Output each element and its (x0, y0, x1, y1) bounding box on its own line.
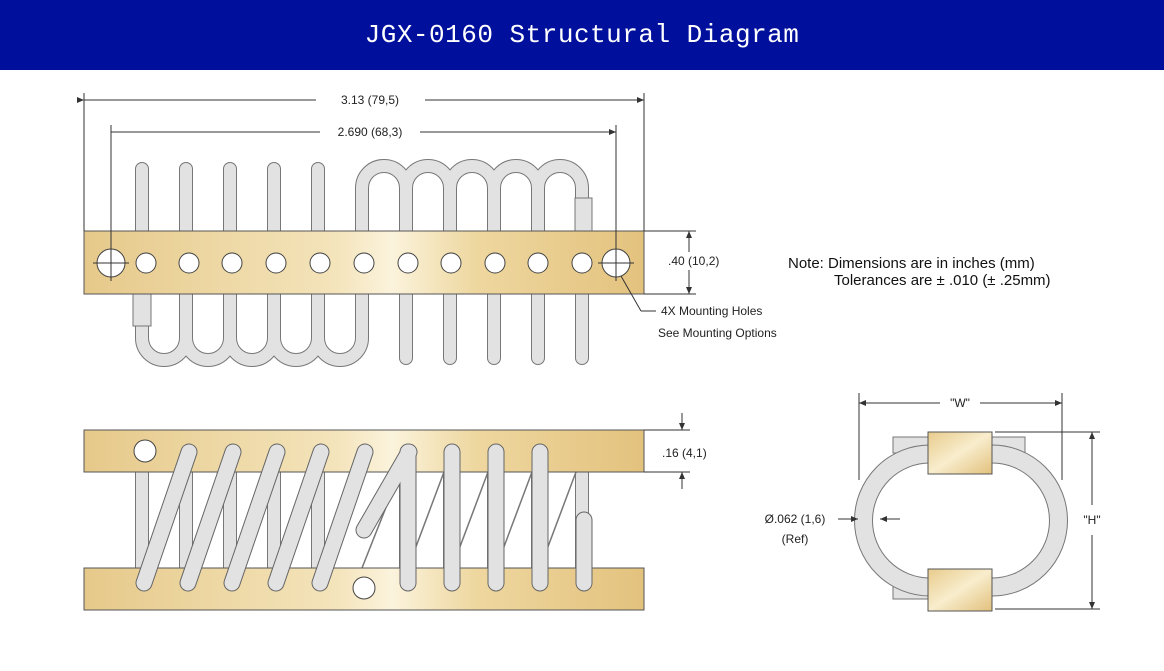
wire-diameter-label: Ø.062 (1,6) (765, 512, 826, 526)
note-line-1: Note: Dimensions are in inches (mm) (788, 255, 1035, 272)
bar-thickness-dimension (644, 413, 690, 489)
page-title: JGX-0160 Structural Diagram (364, 20, 800, 50)
bar-height-label: .40 (10,2) (668, 254, 719, 268)
note-line-2: Tolerances are ± .010 (± .25mm) (834, 272, 1051, 289)
overall-length-label: 3.13 (79,5) (341, 93, 399, 107)
side-view-lower-bar (83, 567, 645, 611)
structural-diagram: 3.13 (79,5) 2.690 (68,3) .40 (10,2) 4X M… (77, 93, 1101, 612)
overall-length-dimension (77, 93, 645, 231)
dimension-note: Note: Dimensions are in inches (mm) Tole… (788, 255, 1051, 289)
side-view: .16 (4,1) (83, 413, 707, 611)
end-view-upper-block (927, 431, 993, 475)
end-view-lower-block (927, 568, 993, 612)
height-label: "H" (1083, 513, 1100, 527)
title-banner: JGX-0160 Structural Diagram (0, 0, 1164, 70)
bar-height-dimension (644, 230, 696, 295)
top-view-mounting-holes (93, 245, 634, 281)
mounting-holes-callout-line2: See Mounting Options (658, 326, 777, 340)
mounting-holes-callout (620, 275, 656, 312)
end-view: "W" "H" Ø.062 (1,6) (Ref) (765, 393, 1101, 612)
side-view-front-coils (135, 443, 593, 592)
hole-spacing-dimension (110, 125, 617, 245)
top-view-wire-holes (135, 252, 593, 274)
hole-spacing-label: 2.690 (68,3) (338, 125, 403, 139)
top-view: 3.13 (79,5) 2.690 (68,3) .40 (10,2) 4X M… (77, 93, 777, 367)
bar-thickness-label: .16 (4,1) (662, 446, 707, 460)
width-label: "W" (950, 396, 970, 410)
wire-ref-label: (Ref) (782, 532, 809, 546)
mounting-holes-callout-line1: 4X Mounting Holes (661, 304, 762, 318)
side-view-mounting-holes (133, 439, 376, 600)
width-dimension (858, 393, 1063, 480)
height-dimension (995, 431, 1100, 610)
